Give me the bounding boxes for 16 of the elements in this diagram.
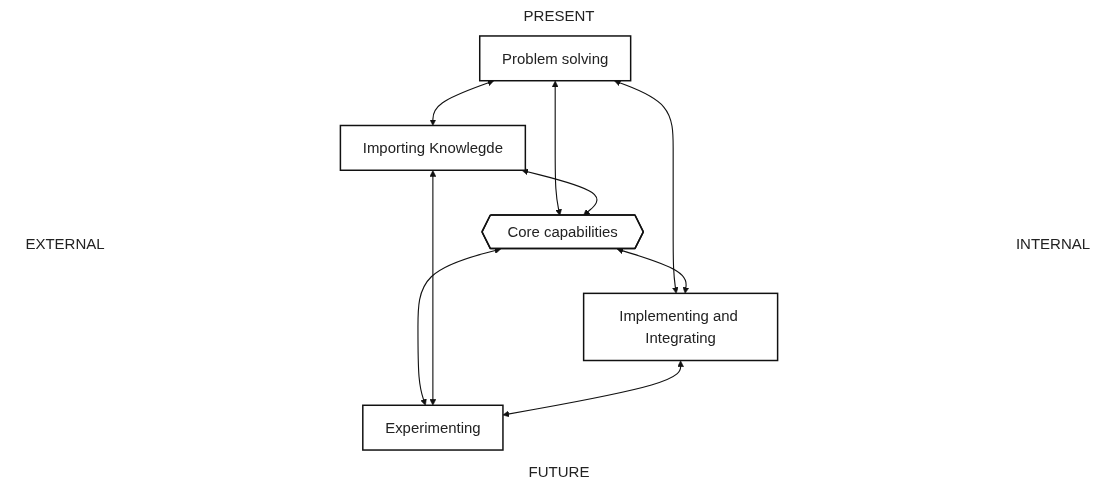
axis-label: INTERNAL <box>1015 234 1091 252</box>
arrow <box>417 247 501 406</box>
arrow <box>614 79 679 294</box>
arrow <box>521 168 598 216</box>
node-box: Problem solving <box>478 35 632 82</box>
arrow <box>616 247 690 294</box>
arrow <box>502 360 684 418</box>
node-box: Importing Knowlegde <box>339 124 527 171</box>
node-box: Implementing and Integrating <box>582 292 779 362</box>
arrow <box>551 80 562 216</box>
node-box: Experimenting <box>362 404 504 451</box>
arrow <box>429 170 437 406</box>
axis-label: EXTERNAL <box>25 234 105 252</box>
axis-label: PRESENT <box>523 6 595 24</box>
arrow <box>429 79 495 126</box>
axis-label: FUTURE <box>528 462 590 480</box>
